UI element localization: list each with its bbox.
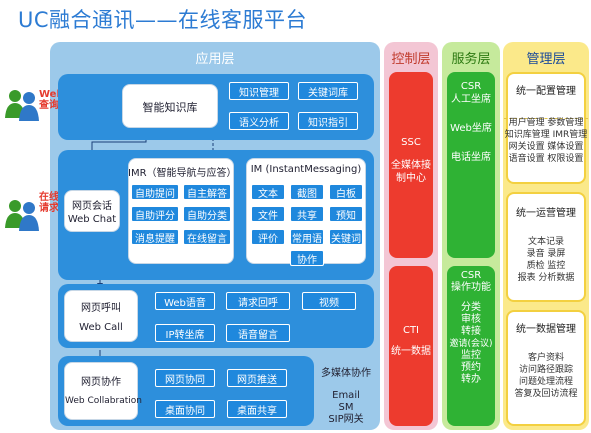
imr-item-classify[interactable]: 自助分类: [183, 206, 231, 222]
knowledge-item-keywords[interactable]: 关键词库: [298, 82, 358, 100]
collab-item-desktop-collab[interactable]: 桌面协同: [155, 400, 215, 418]
webcall-box: 网页呼叫 Web Call: [64, 290, 138, 342]
ssc-text: SSC 全媒体接 制中心: [391, 137, 431, 184]
collab-item-web-cobrowse[interactable]: 网页协同: [155, 369, 215, 387]
webcall-item-video[interactable]: 视频: [302, 292, 356, 310]
user-icon-online: [5, 200, 39, 231]
webcall-item-voice[interactable]: Web语音: [155, 292, 215, 310]
collab-item-web-push[interactable]: 网页推送: [227, 369, 287, 387]
csr-seat-text: CSR 人工坐席 Web坐席 电话坐席: [450, 81, 492, 163]
knowledge-base-box: 智能知识库: [122, 84, 218, 128]
management-layer-title: 管理层: [526, 52, 566, 67]
im-item-keywords[interactable]: 关键词: [329, 229, 363, 245]
im-item-file[interactable]: 文件: [251, 206, 285, 222]
csr-ops-text: CSR 操作功能 分类 审核 转接 邀请(会议) 监控 预约 转办: [449, 270, 493, 385]
im-item-screenshot[interactable]: 截图: [290, 184, 324, 200]
config-divider: [504, 118, 588, 119]
imr-title: IMR（智能导航与应答）: [128, 168, 237, 179]
ssc-bar: [389, 72, 433, 258]
ops-mgmt-lines: 文本记录 录音 录屏 质检 监控 报表 分析数据: [517, 237, 575, 283]
collab-item-desktop-share[interactable]: 桌面共享: [227, 400, 287, 418]
control-layer-title: 控制层: [391, 52, 431, 67]
application-layer-title: 应用层: [195, 52, 235, 67]
im-item-phrases[interactable]: 常用语: [290, 229, 324, 245]
knowledge-item-guide[interactable]: 知识指引: [298, 112, 358, 130]
im-item-whiteboard[interactable]: 白板: [329, 184, 363, 200]
user-icon-web: [5, 90, 39, 121]
multimedia-title: 多媒体协作: [321, 368, 371, 379]
data-mgmt-title: 统一数据管理: [516, 324, 576, 335]
imr-item-message[interactable]: 在线留言: [183, 229, 231, 245]
imr-item-ask[interactable]: 自助提问: [131, 184, 179, 200]
data-mgmt-lines: 客户资料 访问路径跟踪 问题处理流程 答复及回访流程: [514, 353, 578, 399]
collab-box: 网页协作 Web Collabration: [64, 362, 142, 420]
im-title: IM (InstantMessaging): [250, 164, 362, 175]
config-mgmt-title: 统一配置管理: [516, 86, 576, 97]
ops-mgmt-title: 统一运营管理: [516, 208, 576, 219]
knowledge-item-manage[interactable]: 知识管理: [229, 82, 289, 100]
webcall-item-callback[interactable]: 请求回呼: [226, 292, 290, 310]
config-mgmt-box: [506, 72, 586, 184]
knowledge-item-semantic[interactable]: 语义分析: [229, 112, 289, 130]
imr-item-score[interactable]: 自助评分: [131, 206, 179, 222]
webchat-box: 网页会话 Web Chat: [64, 190, 120, 232]
im-item-text[interactable]: 文本: [251, 184, 285, 200]
webcall-item-voicemail[interactable]: 语音留言: [226, 324, 290, 342]
user-label-online-request: 在线 请求: [39, 192, 59, 214]
csr-seat-bar: [447, 72, 495, 258]
im-item-preview[interactable]: 预知: [329, 206, 363, 222]
csr-ops-bar: [447, 266, 495, 426]
webcall-item-ip-seat[interactable]: IP转坐席: [155, 324, 215, 342]
multimedia-lines: Email SM SIP网关: [328, 390, 364, 425]
cti-bar: [389, 266, 433, 426]
config-mgmt-lines: 用户管理 参数管理 知识库管理 IMR管理 网关设置 媒体设置 语音设置 权限设…: [504, 118, 588, 164]
data-mgmt-box: [506, 310, 586, 426]
imr-item-reminder[interactable]: 消息提醒: [131, 229, 179, 245]
imr-item-answer[interactable]: 自主解答: [183, 184, 231, 200]
im-item-collab[interactable]: 协作: [290, 250, 324, 266]
cti-text: CTI 统一数据: [391, 325, 431, 357]
page-title: UC融合通讯——在线客服平台: [18, 8, 308, 32]
user-label-web-query: Web 查询: [39, 89, 64, 111]
service-layer-title: 服务层: [451, 52, 491, 67]
im-item-share[interactable]: 共享: [290, 206, 324, 222]
ops-mgmt-box: [506, 192, 586, 302]
im-item-rating[interactable]: 评价: [251, 229, 285, 245]
